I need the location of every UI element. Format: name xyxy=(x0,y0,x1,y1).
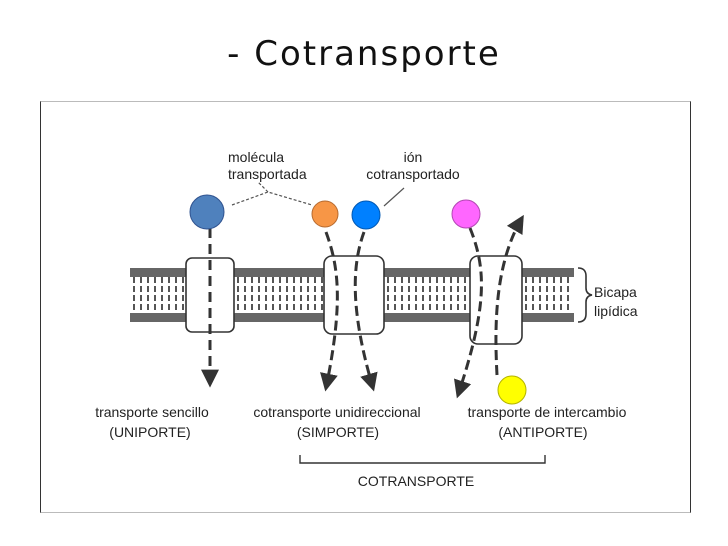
uniport-label-line2: (UNIPORTE) xyxy=(109,424,190,440)
bilayer-label-line1: Bicapa xyxy=(594,284,637,300)
uniport-label-line1: transporte sencillo xyxy=(95,404,209,420)
slide-title: - Cotransporte xyxy=(227,34,501,74)
symport-label-line1: cotransporte unidireccional xyxy=(253,404,420,420)
symport-channel xyxy=(320,231,385,392)
bilayer-segment-right xyxy=(522,268,574,322)
uniport-channel xyxy=(185,228,235,388)
bilayer-brace xyxy=(577,267,593,323)
ion-pointer-line xyxy=(383,187,405,207)
ion-label-line2: cotransportado xyxy=(366,166,460,182)
antiport-ion-top xyxy=(451,199,481,229)
diagram-frame xyxy=(40,101,691,513)
antiport-label-line1: transporte de intercambio xyxy=(468,404,627,420)
bilayer-segment-mid-left xyxy=(234,268,324,322)
antiport-ion-bottom xyxy=(497,375,527,405)
symport-molecule xyxy=(311,200,339,228)
lipid-bilayer xyxy=(130,267,593,323)
antiport-channel xyxy=(454,214,524,399)
symport-label-line2: (SIMPORTE) xyxy=(297,424,379,440)
cotransport-label: COTRANSPORTE xyxy=(358,473,474,489)
molecule-pointer-lines xyxy=(231,181,313,206)
molecule-label-line2: transportada xyxy=(228,166,307,182)
cotransport-bracket xyxy=(299,455,546,464)
symport-ion xyxy=(351,200,381,230)
ion-label-line1: ión xyxy=(404,149,423,165)
bilayer-segment-mid-right xyxy=(384,268,470,322)
bilayer-segment-left xyxy=(130,268,186,322)
uniport-molecule xyxy=(189,194,225,230)
antiport-label-line2: (ANTIPORTE) xyxy=(498,424,587,440)
bilayer-label-line2: lipídica xyxy=(594,303,638,319)
molecule-label-line1: molécula xyxy=(228,149,284,165)
